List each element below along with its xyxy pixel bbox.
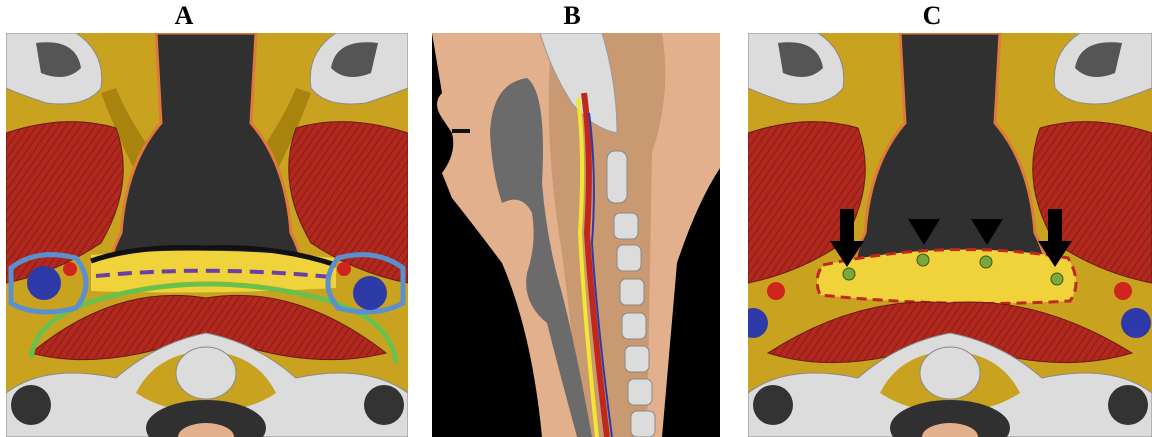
dens [920, 347, 980, 399]
retropharyngeal-space [817, 249, 1076, 303]
right-carotid-artery [1114, 282, 1132, 300]
dens [176, 347, 236, 399]
right-jugular-vein [1121, 308, 1151, 338]
left-vertebral-foramen [11, 385, 51, 425]
left-carotid-artery [63, 262, 77, 276]
left-vertebral-foramen [753, 385, 793, 425]
panel-c-svg [748, 33, 1152, 437]
panel-label-c: C [912, 2, 952, 30]
right-carotid-artery [337, 262, 351, 276]
panel-b-svg [432, 33, 720, 437]
medial-retropharyngeal-node-left [917, 254, 929, 266]
right-vertebral-foramen [1108, 385, 1148, 425]
panel-label-a: A [164, 2, 204, 30]
panel-c-axial-diagram [748, 33, 1152, 437]
lip-marker [452, 129, 470, 133]
panel-label-b: B [552, 2, 592, 30]
panel-b-sagittal-diagram [432, 33, 720, 437]
lateral-retropharyngeal-node-right [1051, 273, 1063, 285]
panel-a-svg [6, 33, 408, 437]
left-jugular-vein [27, 266, 61, 300]
lateral-retropharyngeal-node-left [843, 268, 855, 280]
panel-a-axial-diagram [6, 33, 408, 437]
right-jugular-vein [353, 276, 387, 310]
medial-retropharyngeal-node-right [980, 256, 992, 268]
right-vertebral-foramen [364, 385, 404, 425]
left-carotid-artery [767, 282, 785, 300]
